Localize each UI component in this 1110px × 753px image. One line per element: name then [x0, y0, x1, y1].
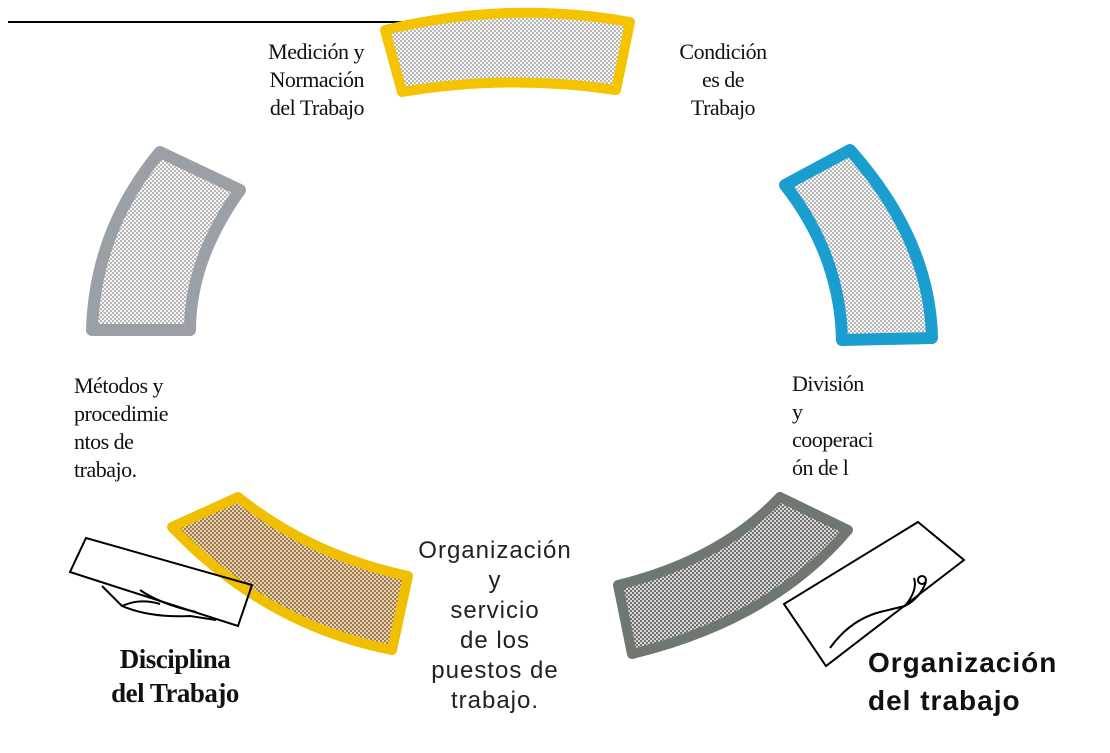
segment-top-yellow [380, 7, 635, 97]
label-disciplina-trabajo: Disciplina del Trabajo [111, 644, 239, 708]
segment-bottom-left-yellow [167, 492, 413, 655]
segment-left-gray [86, 146, 246, 336]
hand-paper-right-icon [782, 520, 966, 668]
label-division-cooperacion: División y cooperaci ón de l [792, 371, 874, 480]
hand-paper-left-icon [68, 536, 254, 628]
label-organizacion-trabajo: Organización del trabajo [868, 647, 1058, 716]
label-medicion-normacion: Medición y Normación del Trabajo [268, 39, 364, 120]
label-metodos-procedimientos: Métodos y procedimie ntos de trabajo. [74, 373, 168, 482]
label-condiciones-trabajo: Condición es de Trabajo [679, 39, 767, 120]
segment-right-blue [779, 144, 938, 346]
segment-bottom-right-gray [613, 492, 853, 659]
label-organizacion-servicio: Organización y servicio de los puestos d… [418, 537, 572, 714]
